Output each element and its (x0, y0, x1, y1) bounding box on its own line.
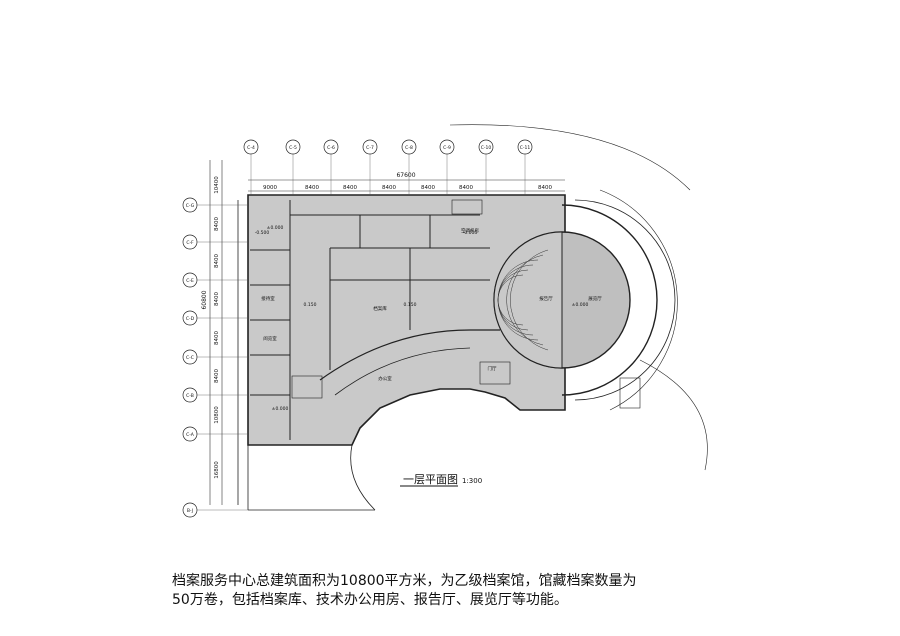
bay-dimension-top: 8400 (538, 185, 552, 191)
dimension-lines (209, 160, 565, 505)
room-label: 报告厅 (539, 295, 553, 302)
axis-label-top: C-5 (289, 145, 297, 151)
bay-dimension-left: 8400 (214, 331, 220, 345)
bay-dimension-top: 8400 (305, 185, 319, 191)
bay-dimension-left: 8400 (214, 292, 220, 306)
axis-bubbles-left: C-G C-F C-E C-D C-C C-B C-A B-J (182, 197, 248, 518)
level-label: 0.150 (404, 302, 417, 308)
level-label: ±0.000 (572, 302, 589, 308)
level-label: 0.150 (304, 302, 317, 308)
bay-dimension-top: 8400 (343, 185, 357, 191)
axis-label-top: C-10 (481, 145, 492, 151)
stairs (291, 199, 641, 409)
room-partitions (250, 200, 490, 440)
overall-dimension-horizontal: 67600 (396, 172, 415, 179)
room-label: 展览厅 (588, 295, 602, 302)
axis-label-left: C-A (186, 432, 195, 438)
room-label: 档案库 (373, 305, 387, 312)
level-label: -0.500 (255, 230, 270, 236)
room-label: 办公室 (378, 375, 392, 382)
bay-dimension-left: 8400 (214, 254, 220, 268)
bay-dimension-top: 9000 (263, 185, 277, 191)
site-lines (237, 200, 376, 511)
axis-label-left: C-C (186, 355, 194, 361)
room-label: 门厅 (488, 365, 497, 372)
axis-label-left: B-J (187, 508, 193, 514)
room-label: 阅览室 (263, 335, 277, 342)
axis-label-top: C-8 (405, 145, 413, 151)
axis-label-top: C-7 (366, 145, 374, 151)
level-label: ±0.000 (272, 406, 289, 412)
level-label: -0.015 (463, 230, 478, 236)
plan-scale: 1:300 (462, 477, 482, 485)
dimension-texts-left: 10400 8400 8400 8400 8400 8400 10800 16800 (214, 176, 220, 479)
axis-label-left: C-E (186, 278, 194, 284)
room-label: 接待室 (261, 295, 275, 302)
building-floor-fill (247, 194, 566, 446)
axis-label-top: C-11 (520, 145, 531, 151)
bay-dimension-top: 8400 (459, 185, 473, 191)
axis-bubbles-top: C-4 C-5 C-6 C-7 C-8 C-9 C-10 C-11 (243, 139, 533, 195)
axis-label-top: C-4 (247, 145, 255, 151)
axis-label-left: C-G (186, 203, 195, 209)
auditorium (493, 231, 631, 369)
project-description: 档案服务中心总建筑面积为10800平方米，为乙级档案馆，馆藏档案数量为 50万卷… (172, 572, 732, 610)
axis-label-left: C-F (186, 240, 194, 246)
curved-wing-inner (334, 347, 471, 396)
bay-dimension-top: 8400 (421, 185, 435, 191)
dimension-texts-top: 9000 8400 8400 8400 8400 8400 8400 (263, 185, 552, 191)
bay-dimension-left: 8400 (214, 369, 220, 383)
room-label: 空调机房 (461, 227, 479, 234)
description-line-1: 档案服务中心总建筑面积为10800平方米，为乙级档案馆，馆藏档案数量为 (172, 573, 637, 589)
bay-dimension-left: 10400 (214, 176, 220, 194)
bay-dimension-left: 10800 (214, 406, 220, 424)
bay-dimension-top: 8400 (382, 185, 396, 191)
overall-dimension-vertical: 60800 (201, 290, 208, 309)
level-label: ±0.000 (267, 225, 284, 231)
bay-dimension-left: 8400 (214, 217, 220, 231)
plan-title: 一层平面图 (403, 473, 458, 486)
axis-label-left: C-B (186, 393, 194, 399)
axis-label-left: C-D (186, 316, 195, 322)
axis-label-top: C-6 (327, 145, 335, 151)
curved-wing-outline (319, 329, 500, 381)
description-line-2: 50万卷，包括档案库、技术办公用房、报告厅、展览厅等功能。 (172, 592, 568, 608)
bay-dimension-left: 16800 (214, 461, 220, 479)
axis-label-top: C-9 (443, 145, 451, 151)
